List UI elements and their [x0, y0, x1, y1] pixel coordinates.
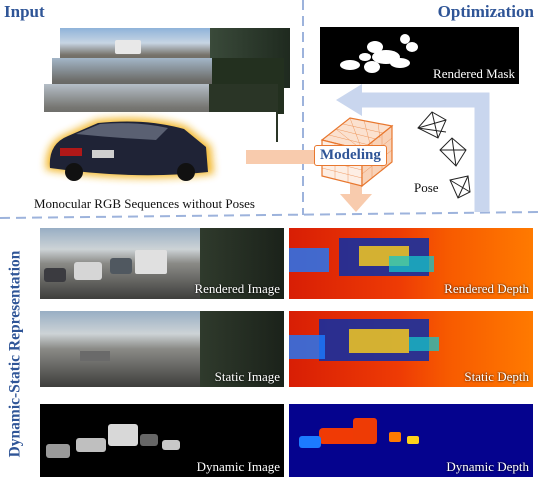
static-depth-panel: Static Depth [289, 311, 533, 387]
rendered-depth-panel: Rendered Depth [289, 228, 533, 299]
panel-label: Rendered Image [194, 281, 280, 296]
section-title: Dynamic-Static Representation [6, 250, 24, 458]
dynamic-depth-panel: Dynamic Depth [289, 404, 533, 477]
panel-label: Static Depth [464, 369, 529, 384]
optimization-title: Optimization [437, 2, 534, 21]
pose-camera-icons [417, 111, 471, 199]
mask-blobs [340, 34, 418, 73]
pose-label: Pose [414, 180, 439, 195]
panel-label: Dynamic Depth [446, 459, 529, 474]
car-cutout [45, 118, 215, 181]
input-title: Input [4, 2, 45, 21]
input-caption: Monocular RGB Sequences without Poses [34, 196, 255, 211]
rendered-mask-panel: Rendered Mask [320, 27, 519, 84]
rendered-image-panel: Rendered Image [40, 228, 284, 299]
rendered-mask-label: Rendered Mask [433, 66, 515, 81]
input-frame-1 [36, 112, 276, 188]
static-image-panel: Static Image [40, 311, 284, 387]
modeling-label: Modeling [314, 145, 387, 166]
panel-label: Rendered Depth [444, 281, 529, 296]
panel-label: Static Image [214, 369, 280, 384]
panel-label: Dynamic Image [196, 459, 280, 474]
dynamic-image-panel: Dynamic Image [40, 404, 284, 477]
